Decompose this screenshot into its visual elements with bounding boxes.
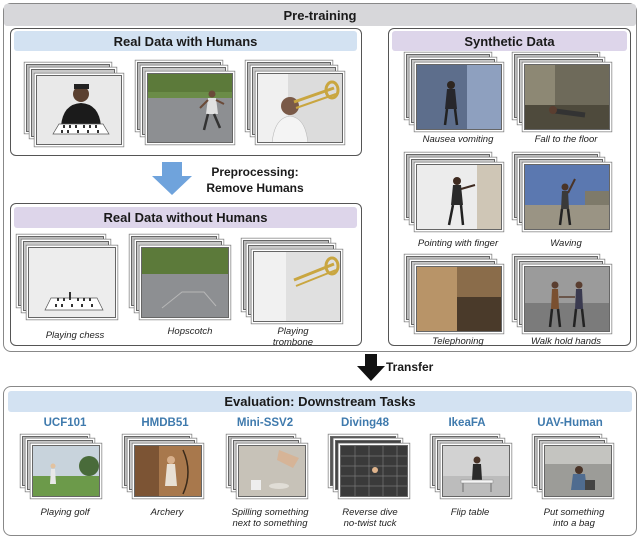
- caption-reverse-dive-line2: no-twist tuck: [343, 518, 397, 529]
- dataset-uav-human: UAV-Human: [537, 417, 603, 429]
- telephoning-image: [417, 267, 501, 331]
- caption-playing-trombone-line2: trombone: [272, 337, 314, 348]
- caption-put-in-bag-line1: Put something: [543, 507, 605, 518]
- frame: [524, 266, 610, 332]
- frame: [257, 73, 343, 143]
- dataset-diving48: Diving48: [341, 417, 389, 429]
- pretraining-title: Pre-training: [4, 4, 636, 26]
- caption-put-in-bag-line2: into a bag: [553, 518, 595, 529]
- frame: [32, 445, 100, 497]
- dataset-mini-ssv2: Mini-SSV2: [236, 417, 294, 429]
- frame: [141, 247, 229, 318]
- caption-hopscotch: Hopscotch: [167, 326, 213, 337]
- caption-spilling-line2: next to something: [232, 518, 308, 529]
- caption-archery: Archery: [150, 507, 184, 518]
- nausea-vomiting-image: [417, 65, 501, 129]
- caption-waving: Waving: [550, 238, 582, 249]
- preprocessing-label-line2: Remove Humans: [206, 181, 304, 195]
- real-with-humans-title: Real Data with Humans: [14, 31, 357, 51]
- waving-image: [525, 165, 609, 229]
- frame: [253, 251, 341, 322]
- dataset-ucf101: UCF101: [43, 417, 87, 429]
- caption-playing-chess: Playing chess: [45, 330, 105, 341]
- frame: [28, 247, 116, 318]
- archery-image: [135, 446, 201, 496]
- frame: [544, 445, 612, 497]
- frame: [238, 445, 306, 497]
- caption-telephoning: Telephoning: [432, 336, 484, 347]
- frame: [524, 64, 610, 130]
- pointing-with-finger-image: [417, 165, 501, 229]
- synthetic-data-title: Synthetic Data: [392, 31, 627, 51]
- frame: [147, 73, 233, 143]
- fall-to-floor-image: [525, 65, 609, 129]
- reverse-dive-image: [341, 446, 407, 496]
- frame: [416, 64, 502, 130]
- caption-playing-golf: Playing golf: [40, 507, 90, 518]
- spilling-image: [239, 446, 305, 496]
- dataset-hmdb51: HMDB51: [141, 417, 189, 429]
- put-in-bag-image: [545, 446, 611, 496]
- frame: [416, 266, 502, 332]
- hopscotch-human-image: [148, 74, 232, 142]
- frame: [442, 445, 510, 497]
- chess-image: [29, 248, 115, 317]
- chess-human-image: [37, 76, 121, 144]
- caption-fall-to-floor: Fall to the floor: [534, 134, 598, 145]
- caption-playing-trombone-line1: Playing: [277, 326, 309, 337]
- frame: [524, 164, 610, 230]
- caption-nausea-vomiting: Nausea vomiting: [422, 134, 494, 145]
- hopscotch-image: [142, 248, 228, 317]
- transfer-label: Transfer: [386, 360, 434, 374]
- frame: [134, 445, 202, 497]
- dataset-ikeafa: IkeaFA: [448, 417, 486, 429]
- trombone-image: [254, 252, 340, 321]
- frame: [36, 75, 122, 145]
- preprocessing-label-line1: Preprocessing:: [211, 165, 299, 179]
- caption-reverse-dive-line1: Reverse dive: [342, 507, 398, 518]
- evaluation-title: Evaluation: Downstream Tasks: [8, 391, 632, 412]
- caption-spilling-line1: Spilling something: [231, 507, 309, 518]
- frame: [416, 164, 502, 230]
- caption-pointing-with-finger: Pointing with finger: [417, 238, 499, 249]
- caption-walk-hold-hands: Walk hold hands: [530, 336, 602, 347]
- walk-hold-hands-image: [525, 267, 609, 331]
- frame: [340, 445, 408, 497]
- transfer-down-arrow: [357, 354, 385, 381]
- caption-flip-table: Flip table: [450, 507, 490, 518]
- real-without-humans-title: Real Data without Humans: [14, 207, 357, 228]
- flip-table-image: [443, 446, 509, 496]
- trombone-human-image: [258, 74, 342, 142]
- preprocessing-down-arrow: [152, 162, 192, 195]
- playing-golf-image: [33, 446, 99, 496]
